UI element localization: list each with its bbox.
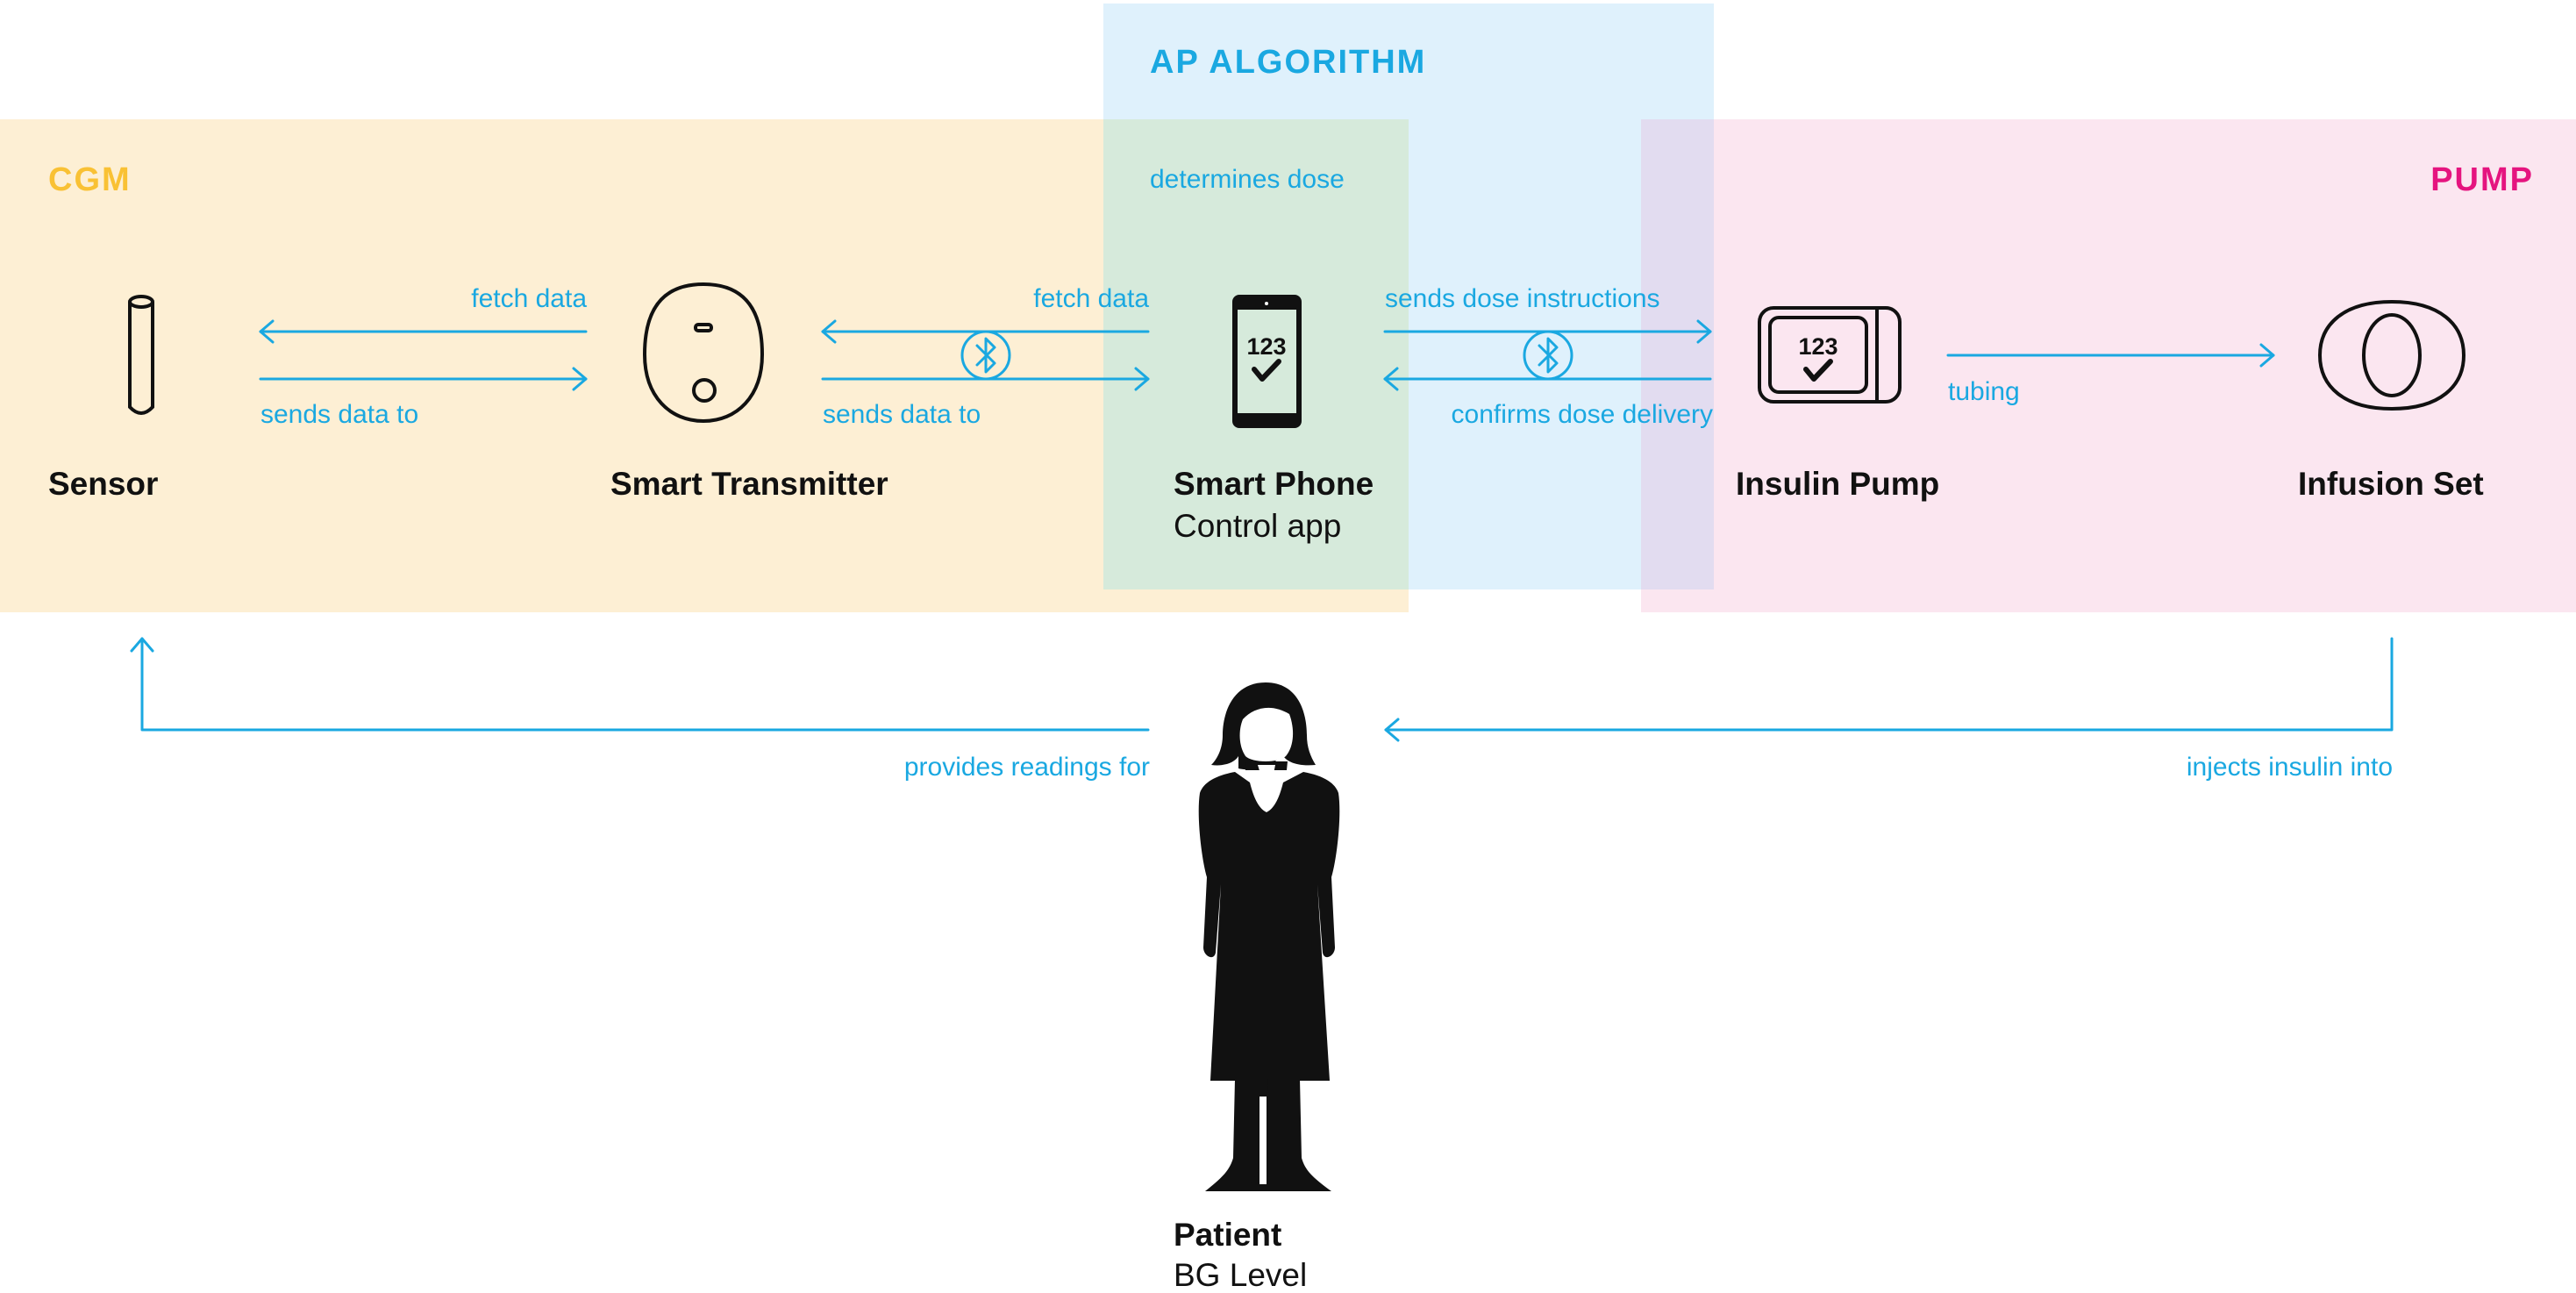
phone-label: Smart Phone — [1174, 466, 1374, 502]
transmitter-label: Smart Transmitter — [610, 466, 888, 502]
algorithm-subtitle: determines dose — [1150, 165, 1345, 194]
label-sends-data-2: sends data to — [823, 400, 981, 429]
label-fetch-data-2: fetch data — [1033, 284, 1149, 313]
label-dose-instructions: sends dose instructions — [1385, 284, 1660, 313]
cgm-title: CGM — [48, 161, 132, 198]
arrow-infusion-patient — [1384, 637, 2394, 742]
sensor-label: Sensor — [48, 466, 159, 502]
pump-title: PUMP — [2430, 161, 2534, 198]
pump-label: Insulin Pump — [1736, 466, 1940, 502]
label-fetch-data-1: fetch data — [471, 284, 587, 313]
arrow-tubing — [1946, 343, 2275, 368]
phone-screen-text: 123 — [1246, 333, 1286, 360]
label-tubing: tubing — [1948, 377, 2020, 406]
algorithm-title: AP ALGORITHM — [1150, 44, 1427, 81]
arrow-fetch-sensor — [259, 319, 588, 344]
patient-label: Patient — [1174, 1217, 1282, 1253]
label-injects-insulin: injects insulin into — [2186, 753, 2393, 782]
patient-sublabel: BG Level — [1174, 1257, 1308, 1293]
insulin-pump-icon: 123 — [1758, 306, 1902, 404]
cgm-algorithm-overlap — [1103, 119, 1409, 589]
infusion-set-icon — [2317, 299, 2466, 411]
patient-face — [1239, 707, 1294, 800]
bluetooth-icon-2 — [1523, 330, 1573, 381]
pump-screen-text: 123 — [1798, 333, 1837, 360]
algorithm-pump-overlap — [1641, 119, 1714, 589]
arrow-patient-sensor — [130, 637, 1150, 732]
label-sends-data-1: sends data to — [260, 400, 419, 429]
sensor-icon — [128, 295, 154, 415]
phone-sublabel: Control app — [1174, 508, 1342, 544]
arrow-send-sensor — [259, 367, 588, 391]
infusion-label: Infusion Set — [2298, 466, 2484, 502]
label-provides-readings: provides readings for — [903, 753, 1150, 782]
bluetooth-icon-1 — [960, 330, 1011, 381]
transmitter-icon — [642, 282, 765, 424]
smartphone-icon: 123 — [1232, 295, 1302, 428]
label-confirms-delivery: confirms dose delivery — [1451, 400, 1713, 429]
